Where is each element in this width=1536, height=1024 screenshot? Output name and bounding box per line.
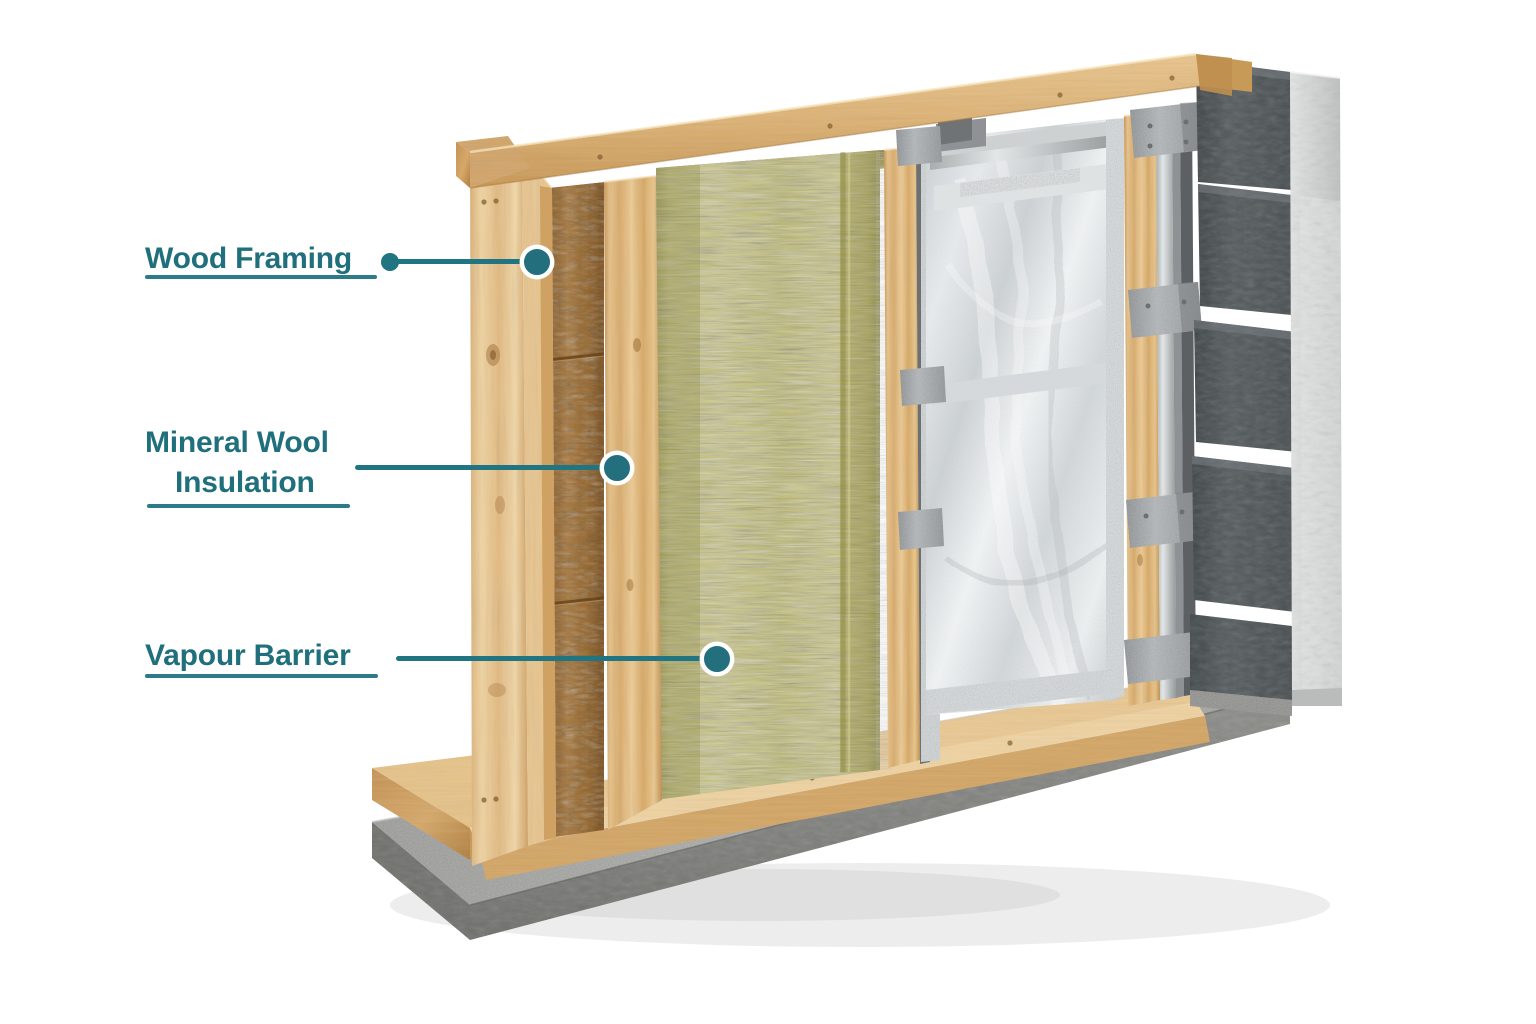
vapour-barrier-assembly <box>916 117 1124 764</box>
batten-vertical <box>1123 112 1160 706</box>
callout-underline-wood-framing <box>145 275 377 279</box>
callout-target-dot-wood-framing[interactable] <box>520 245 554 279</box>
cladding-brackets <box>896 102 1204 684</box>
callout-target-dot-vapour-barrier[interactable] <box>700 642 734 676</box>
callout-leader-line-vapour-barrier <box>396 656 710 661</box>
callout-label-wood-framing: Wood Framing <box>145 242 353 275</box>
osb-sheathing <box>548 182 604 838</box>
callout-label-mineral-wool-line2: Insulation <box>175 466 315 499</box>
top-plate-beam <box>456 52 1252 189</box>
callout-label-vapour-barrier: Vapour Barrier <box>145 639 351 672</box>
stud-behind-wool <box>883 146 920 768</box>
callout-leader-line-wood-framing <box>392 259 532 264</box>
callout-underline-mineral-wool <box>147 504 350 508</box>
corner-stud-face <box>470 152 528 866</box>
facade-metal-rail <box>1156 110 1184 700</box>
panel-side-face <box>1289 71 1342 706</box>
callout-target-dot-mineral-wool[interactable] <box>600 451 634 485</box>
stud-interior <box>603 175 662 830</box>
callout-origin-dot-wood-framing <box>381 253 399 271</box>
bottom-sill-plate <box>469 699 1210 880</box>
stud-edge-osb-left <box>540 186 556 840</box>
callout-underline-vapour-barrier <box>145 674 378 678</box>
callout-leader-line-mineral-wool <box>355 465 610 470</box>
mineral-wool-insulation <box>656 149 892 800</box>
callout-label-mineral-wool-line1: Mineral Wool <box>145 426 329 459</box>
facade-panels <box>1190 60 1302 700</box>
